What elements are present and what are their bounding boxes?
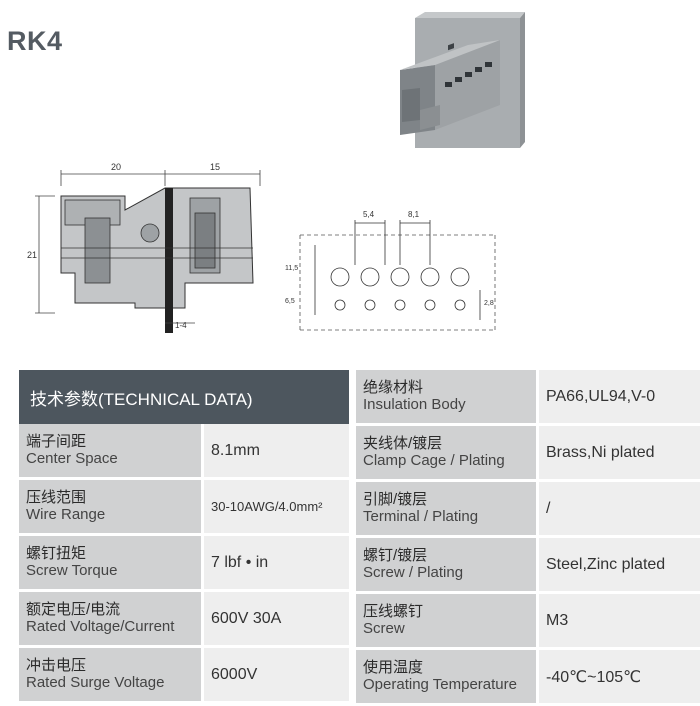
dim-6-5: 6,5 (285, 298, 295, 305)
spec-value: 7 lbf • in (201, 536, 349, 592)
label-en: Center Space (26, 450, 118, 467)
dim-20: 20 (111, 162, 121, 172)
label-zh: 压线范围 (26, 489, 87, 506)
spec-label: 额定电压/电流 Rated Voltage/Current (19, 592, 201, 648)
spec-value: M3 (536, 594, 700, 650)
table-row: 额定电压/电流 Rated Voltage/Current 600V 30A (19, 592, 349, 648)
table-row: 压线范围 Wire Range 30-10AWG/4.0mm² (19, 480, 349, 536)
spec-label: 冲击电压 Rated Surge Voltage (19, 648, 201, 704)
table-row: 夹线体/镀层 Clamp Cage / Plating Brass,Ni pla… (356, 426, 700, 482)
label-en: Rated Voltage/Current (26, 618, 175, 635)
label-en: Screw / Plating (363, 564, 464, 581)
label-en: Operating Temperature (363, 676, 517, 693)
table-row: 绝缘材料 Insulation Body PA66,UL94,V-0 (356, 370, 700, 426)
dim-wire: 1-4 (175, 321, 187, 330)
spec-value: 600V 30A (201, 592, 349, 648)
dim-pitch-2: 8,1 (408, 210, 420, 219)
spec-label: 螺钉/镀层 Screw / Plating (356, 538, 536, 594)
spec-label: 压线范围 Wire Range (19, 480, 201, 536)
label-zh: 螺钉/镀层 (363, 547, 428, 564)
label-zh: 夹线体/镀层 (363, 435, 443, 452)
product-title: RK4 (7, 26, 63, 56)
product-photo (380, 10, 545, 158)
table-row: 压线螺钉 Screw M3 (356, 594, 700, 650)
spec-value: Brass,Ni plated (536, 426, 700, 482)
spec-label: 使用温度 Operating Temperature (356, 650, 536, 706)
table-row: 使用温度 Operating Temperature -40℃~105℃ (356, 650, 700, 706)
label-zh: 冲击电压 (26, 657, 87, 674)
label-en: Screw Torque (26, 562, 118, 579)
table-row: 螺钉/镀层 Screw / Plating Steel,Zinc plated (356, 538, 700, 594)
spec-label: 引脚/镀层 Terminal / Plating (356, 482, 536, 538)
label-zh: 额定电压/电流 (26, 601, 121, 618)
spec-value: PA66,UL94,V-0 (536, 370, 700, 426)
label-en: Terminal / Plating (363, 508, 479, 525)
dim-21: 21 (27, 250, 37, 260)
spec-value: Steel,Zinc plated (536, 538, 700, 594)
spec-value: / (536, 482, 700, 538)
table-row: 冲击电压 Rated Surge Voltage 6000V (19, 648, 349, 704)
spec-table-right: 绝缘材料 Insulation Body PA66,UL94,V-0 夹线体/镀… (356, 370, 700, 706)
spec-value: -40℃~105℃ (536, 650, 700, 706)
label-en: Clamp Cage / Plating (363, 452, 505, 469)
label-zh: 压线螺钉 (363, 603, 424, 620)
label-en: Rated Surge Voltage (26, 674, 165, 691)
spec-label: 螺钉扭矩 Screw Torque (19, 536, 201, 592)
spec-label: 夹线体/镀层 Clamp Cage / Plating (356, 426, 536, 482)
spec-value: 6000V (201, 648, 349, 704)
label-zh: 绝缘材料 (363, 379, 424, 396)
spec-header: 技术参数(TECHNICAL DATA) (19, 370, 349, 424)
spec-table-left: 技术参数(TECHNICAL DATA) 端子间距 Center Space 8… (19, 370, 349, 704)
label-zh: 引脚/镀层 (363, 491, 428, 508)
table-row: 螺钉扭矩 Screw Torque 7 lbf • in (19, 536, 349, 592)
dim-2-8: 2,8 (484, 300, 494, 307)
spec-label: 端子间距 Center Space (19, 424, 201, 480)
dim-11-5: 11,5 (285, 265, 298, 272)
spec-value: 8.1mm (201, 424, 349, 480)
label-zh: 端子间距 (26, 433, 87, 450)
hole-pattern-drawing: 5,4 8,1 11,5 6,5 2,8 (285, 210, 496, 331)
dim-15: 15 (210, 162, 220, 172)
label-zh: 螺钉扭矩 (26, 545, 87, 562)
spec-value: 30-10AWG/4.0mm² (201, 480, 349, 536)
side-view-drawing: 20 15 21 1-4 (27, 162, 261, 333)
table-row: 引脚/镀层 Terminal / Plating / (356, 482, 700, 538)
dim-pitch-1: 5,4 (363, 210, 375, 219)
spec-label: 压线螺钉 Screw (356, 594, 536, 650)
table-row: 端子间距 Center Space 8.1mm (19, 424, 349, 480)
label-en: Insulation Body (363, 396, 466, 413)
label-en: Screw (363, 620, 405, 637)
spec-header-row: 技术参数(TECHNICAL DATA) (19, 370, 349, 424)
spec-label: 绝缘材料 Insulation Body (356, 370, 536, 426)
label-en: Wire Range (26, 506, 106, 523)
label-zh: 使用温度 (363, 659, 424, 676)
